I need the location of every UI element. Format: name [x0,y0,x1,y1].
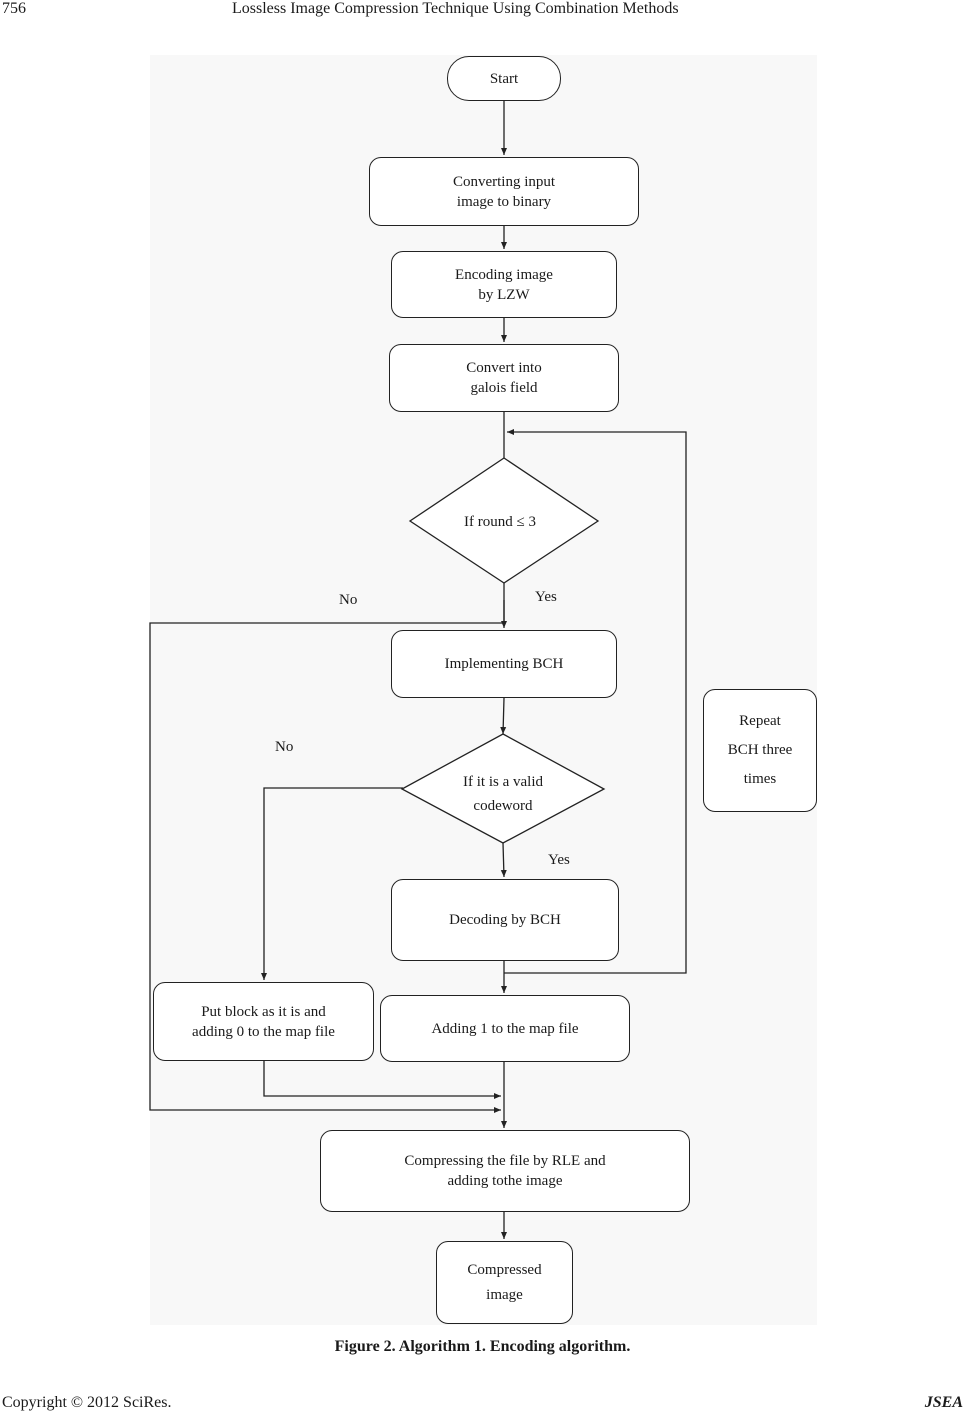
arrow-valid-yes [500,842,507,878]
start-terminal: Start [447,56,561,101]
step-put-block: Put block as it is and adding 0 to the m… [153,982,374,1061]
repeat-bch-note: Repeat BCH three times [703,689,817,812]
end-compressed-image: Compressed image [436,1241,573,1324]
valid-yes-label: Yes [548,852,570,868]
decision-valid-label: If it is a valid codeword [463,774,543,814]
decision-round-shape [408,457,600,584]
arrow-round-no [149,600,505,1113]
arrow-valid-no [261,787,403,980]
round-no-label: No [339,592,358,608]
decision-round-label: If round ≤ 3 [464,514,536,530]
step-convert-galois: Convert into galois field [389,344,619,412]
round-yes-label: Yes [535,589,557,605]
step-add-one-map: Adding 1 to the map file [380,995,630,1062]
arrow-bch-to-valid [500,697,507,735]
step-implement-bch: Implementing BCH [391,630,617,698]
running-title: Lossless Image Compression Technique Usi… [232,0,679,17]
decision-valid-shape [400,733,606,844]
arrow-put-block-merge [263,1061,501,1099]
valid-no-label: No [275,739,294,755]
figure-caption: Figure 2. Algorithm 1. Encoding algorith… [334,1338,631,1355]
arrow-repeat-loop [504,429,687,974]
step-convert-binary: Converting input image to binary [369,157,639,226]
footer-copyright: Copyright © 2012 SciRes. [2,1394,172,1411]
footer-journal: JSEA [924,1394,963,1411]
step-encode-lzw: Encoding image by LZW [391,251,617,318]
step-decode-bch: Decoding by BCH [391,879,619,961]
page-number: 756 [2,0,26,17]
step-compress-rle: Compressing the file by RLE and adding t… [320,1130,690,1212]
